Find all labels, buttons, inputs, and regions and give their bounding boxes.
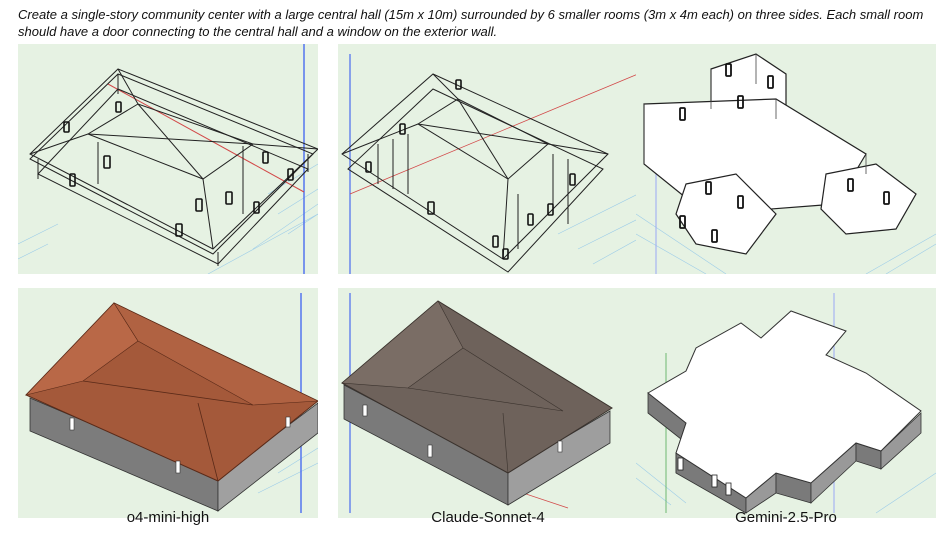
- viewport-claude-sonnet-4-shaded[interactable]: [338, 288, 638, 518]
- wireframe-model-claude: [341, 54, 638, 274]
- model-label-claude-sonnet-4: Claude-Sonnet-4: [431, 509, 545, 526]
- wireframe-model-o4: [18, 44, 318, 274]
- viewport-o4-mini-high-shaded[interactable]: [18, 288, 318, 518]
- model-label-gemini-2-5-pro: Gemini-2.5-Pro: [735, 509, 837, 526]
- shaded-model-claude: [341, 293, 613, 513]
- shaded-model-gemini: [636, 293, 936, 514]
- viewport-claude-sonnet-4-wireframe[interactable]: [338, 44, 638, 274]
- model-label-o4-mini-high: o4-mini-high: [126, 509, 210, 526]
- wireframe-model-gemini: [636, 53, 936, 274]
- viewport-gemini-2-5-pro-wireframe[interactable]: [636, 44, 936, 274]
- shaded-model-o4: [25, 293, 318, 513]
- prompt-text: Create a single-story community center w…: [18, 7, 924, 39]
- viewport-gemini-2-5-pro-shaded[interactable]: [636, 288, 936, 518]
- viewport-o4-mini-high-wireframe[interactable]: [18, 44, 318, 274]
